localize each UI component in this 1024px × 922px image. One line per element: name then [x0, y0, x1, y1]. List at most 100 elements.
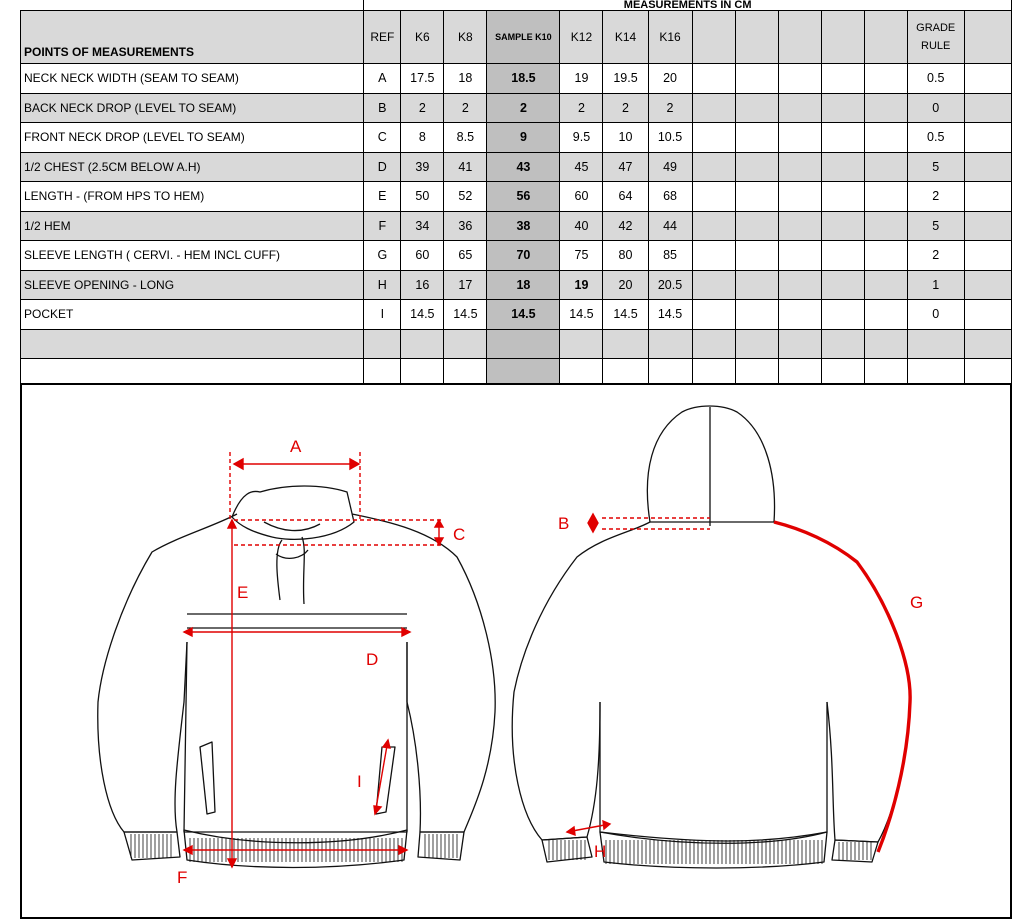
pom-cell: 1/2 CHEST (2.5CM BELOW A.H) — [19, 151, 365, 182]
value-cell: 20 — [647, 63, 693, 94]
value-cell: 18 — [443, 63, 488, 94]
cuff-rib-hatching — [130, 834, 872, 860]
blank-cell — [777, 92, 822, 123]
table-row: SLEEVE LENGTH ( CERVI. - HEM INCL CUFF)G… — [19, 240, 1013, 271]
ref-cell: A — [363, 63, 402, 94]
blank-cell — [820, 269, 865, 300]
blank-cell — [691, 181, 736, 212]
hoodie-flat-sketch: A B C D E F G H I — [97, 405, 923, 887]
blank-cell — [863, 210, 908, 241]
back-right-cuff — [831, 839, 879, 863]
blank-cell — [963, 299, 1013, 330]
blank-cell — [691, 299, 736, 330]
value-cell: 52 — [443, 181, 488, 212]
blank-cell — [963, 122, 1013, 153]
grade-cell: 5 — [906, 210, 965, 241]
blank-cell — [863, 92, 908, 123]
value-cell: 10 — [602, 122, 649, 153]
value-cell: 17 — [443, 269, 488, 300]
label-C: C — [453, 525, 465, 544]
pom-cell: NECK NECK WIDTH (SEAM TO SEAM) — [19, 63, 365, 94]
value-cell: 14.5 — [647, 299, 693, 330]
blank-cell — [777, 240, 822, 271]
value-cell: 41 — [443, 151, 488, 182]
label-G: G — [910, 593, 923, 612]
value-cell: 80 — [602, 240, 649, 271]
label-B: B — [558, 514, 569, 533]
front-left-cuff — [123, 831, 181, 861]
value-cell: 20 — [602, 269, 649, 300]
value-cell: 60 — [559, 181, 604, 212]
blank-cell — [863, 181, 908, 212]
value-cell: 85 — [647, 240, 693, 271]
value-cell: 10.5 — [647, 122, 693, 153]
back-left-cuff — [541, 836, 593, 863]
value-cell: 65 — [443, 240, 488, 271]
ref-cell: I — [363, 299, 402, 330]
ref-header: REF — [363, 10, 402, 64]
blank-cell — [863, 151, 908, 182]
front-hood-collar — [231, 485, 355, 541]
value-cell: 34 — [400, 210, 445, 241]
value-cell: 14.5 — [602, 299, 649, 330]
spec-table: MEASUREMENTS IN CM POINTS OF MEASUREMENT… — [19, 0, 1013, 389]
size-header: K16 — [647, 10, 693, 64]
value-cell: 14.5 — [559, 299, 604, 330]
blank-cell — [963, 269, 1013, 300]
value-cell: 2 — [602, 92, 649, 123]
blank-cell — [963, 240, 1013, 271]
measure-I-line — [374, 739, 389, 815]
value-cell: 39 — [400, 151, 445, 182]
grade-cell: 0 — [906, 92, 965, 123]
ref-cell: G — [363, 240, 402, 271]
blank-cell — [820, 63, 865, 94]
right-pocket — [375, 746, 396, 815]
value-cell: 40 — [559, 210, 604, 241]
value-cell: 19.5 — [602, 63, 649, 94]
ref-cell: F — [363, 210, 402, 241]
value-cell: 2 — [443, 92, 488, 123]
value-cell: 19 — [559, 63, 604, 94]
back-hood — [646, 405, 776, 523]
blank-cell — [820, 151, 865, 182]
pom-cell: SLEEVE LENGTH ( CERVI. - HEM INCL CUFF) — [19, 240, 365, 271]
blank-cell — [734, 240, 779, 271]
blank-cell — [734, 151, 779, 182]
value-cell: 2 — [559, 92, 604, 123]
sample-value-cell: 2 — [486, 92, 561, 123]
ref-cell: H — [363, 269, 402, 300]
back-rib-hatching — [605, 840, 823, 864]
blank-cell — [863, 63, 908, 94]
sample-size-header: SAMPLE K10 — [486, 10, 561, 64]
grade-cell: 2 — [906, 240, 965, 271]
label-E: E — [237, 583, 248, 602]
pom-cell: BACK NECK DROP (LEVEL TO SEAM) — [19, 92, 365, 123]
blank-cell — [963, 63, 1013, 94]
blank-cell — [963, 210, 1013, 241]
value-cell: 17.5 — [400, 63, 445, 94]
grade-cell: 0.5 — [906, 122, 965, 153]
ref-cell: C — [363, 122, 402, 153]
blank-cell — [734, 181, 779, 212]
blank-cell — [863, 299, 908, 330]
blank-cell — [863, 240, 908, 271]
blank-cell — [777, 63, 822, 94]
back-body — [599, 702, 828, 842]
value-cell: 14.5 — [443, 299, 488, 330]
value-cell: 49 — [647, 151, 693, 182]
value-cell: 64 — [602, 181, 649, 212]
value-cell: 19 — [559, 269, 604, 300]
blank-cell — [863, 269, 908, 300]
left-pocket — [199, 741, 216, 815]
blank-cell — [777, 269, 822, 300]
value-cell: 45 — [559, 151, 604, 182]
garment-sketch-panel: A B C D E F G H I — [20, 383, 1012, 919]
blank-cell — [820, 299, 865, 330]
measurements-group-header: MEASUREMENTS IN CM — [363, 0, 1012, 11]
value-cell: 9.5 — [559, 122, 604, 153]
label-F: F — [177, 868, 187, 887]
ref-cell: E — [363, 181, 402, 212]
